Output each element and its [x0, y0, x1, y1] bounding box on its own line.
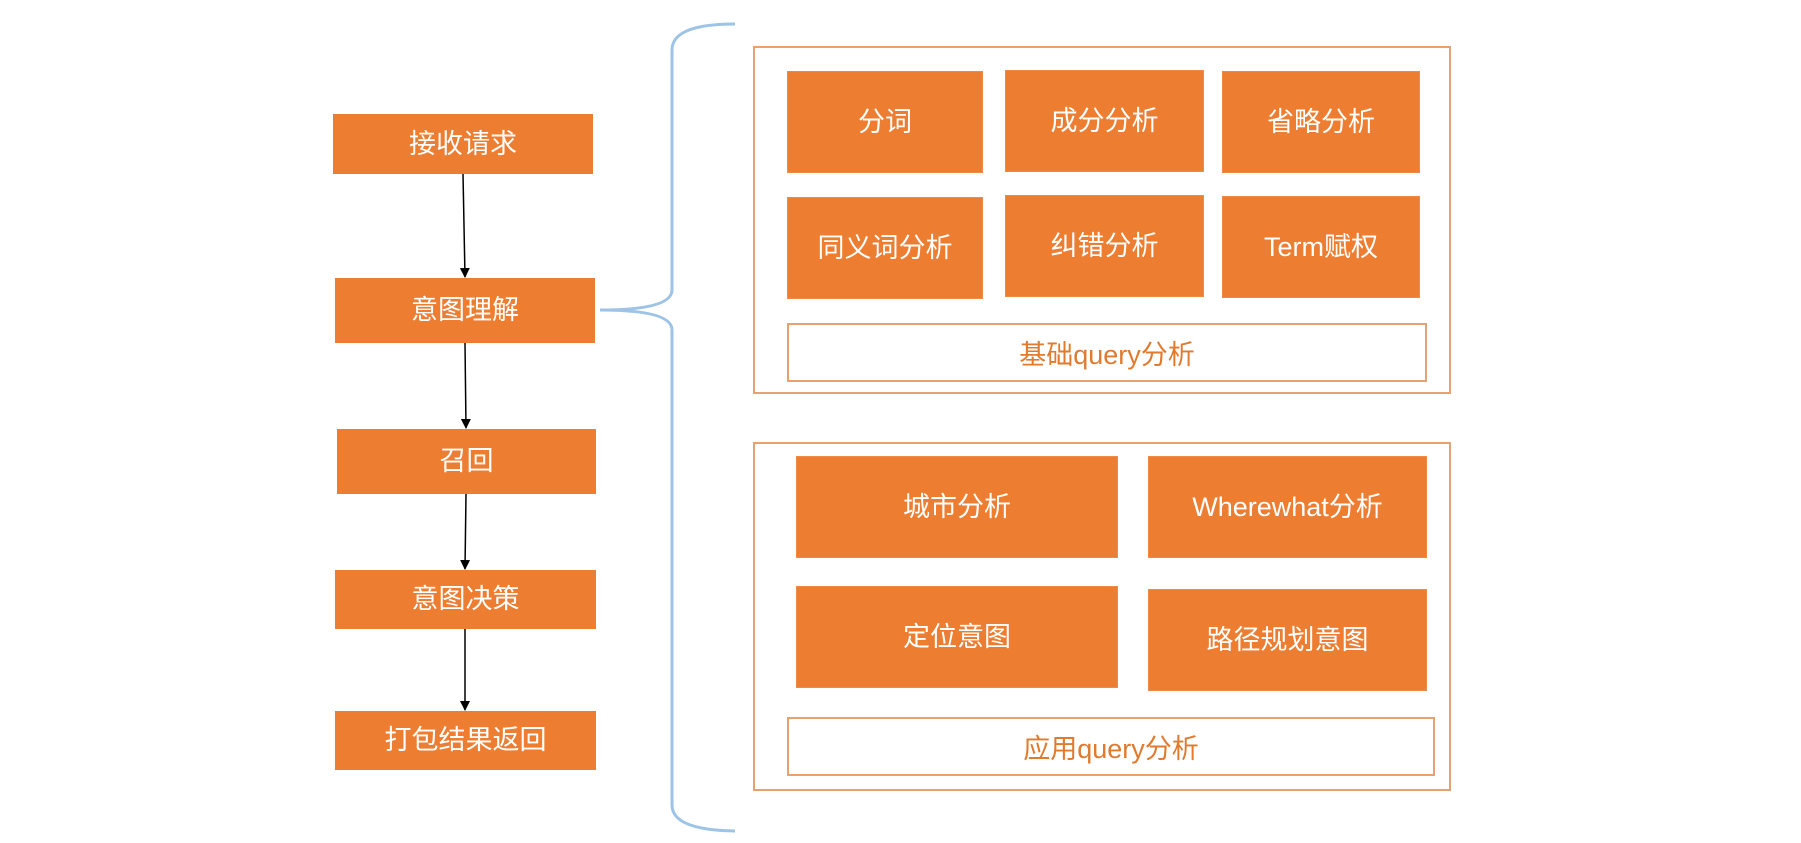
flow-step-intent-understanding: 意图理解 [335, 278, 595, 343]
analysis-item-label: 省略分析 [1267, 106, 1375, 137]
arrow-understand-to-recall [460, 342, 471, 429]
flow-step-label: 召回 [439, 446, 494, 476]
analysis-item-term-weighting: Term赋权 [1222, 196, 1420, 298]
analysis-item-wherewhat: Wherewhat分析 [1148, 456, 1427, 558]
analysis-item-label: 分词 [858, 106, 912, 137]
analysis-item-label: Wherewhat分析 [1192, 491, 1383, 522]
analysis-item-label: 路径规划意图 [1206, 624, 1369, 655]
arrow-recall-to-decision [460, 493, 471, 570]
application-query-analysis-title: 应用query分析 [787, 717, 1435, 776]
flow-step-label: 意图理解 [411, 295, 519, 325]
flow-step-label: 打包结果返回 [384, 725, 547, 755]
flow-step-recall: 召回 [337, 429, 596, 494]
analysis-item-route-planning-intent: 路径规划意图 [1148, 589, 1427, 691]
curly-brace [599, 22, 736, 833]
analysis-item-city: 城市分析 [796, 456, 1118, 558]
analysis-item-label: 城市分析 [903, 491, 1011, 522]
analysis-item-label: 纠错分析 [1050, 230, 1159, 261]
analysis-item-synonym: 同义词分析 [787, 197, 983, 299]
basic-query-analysis-title: 基础query分析 [787, 323, 1427, 382]
flow-step-label: 接收请求 [409, 128, 517, 159]
analysis-item-label: 成分分析 [1050, 105, 1159, 136]
analysis-item-label: Term赋权 [1264, 231, 1378, 262]
flow-step-package-return: 打包结果返回 [335, 711, 596, 770]
flow-step-intent-decision: 意图决策 [335, 570, 596, 629]
group-title-label: 基础query分析 [1019, 340, 1195, 370]
analysis-item-label: 定位意图 [903, 621, 1011, 652]
analysis-item-tokenization: 分词 [787, 71, 983, 173]
arrow-receive-to-understand [459, 173, 470, 278]
analysis-item-location-intent: 定位意图 [796, 586, 1118, 688]
flow-step-label: 意图决策 [411, 584, 520, 614]
analysis-item-error-correction: 纠错分析 [1005, 195, 1204, 297]
group-title-label: 应用query分析 [1023, 734, 1199, 764]
analysis-item-component: 成分分析 [1005, 70, 1204, 172]
flow-step-receive-request: 接收请求 [333, 114, 593, 174]
analysis-item-ellipsis: 省略分析 [1222, 71, 1420, 173]
analysis-item-label: 同义词分析 [817, 232, 953, 263]
